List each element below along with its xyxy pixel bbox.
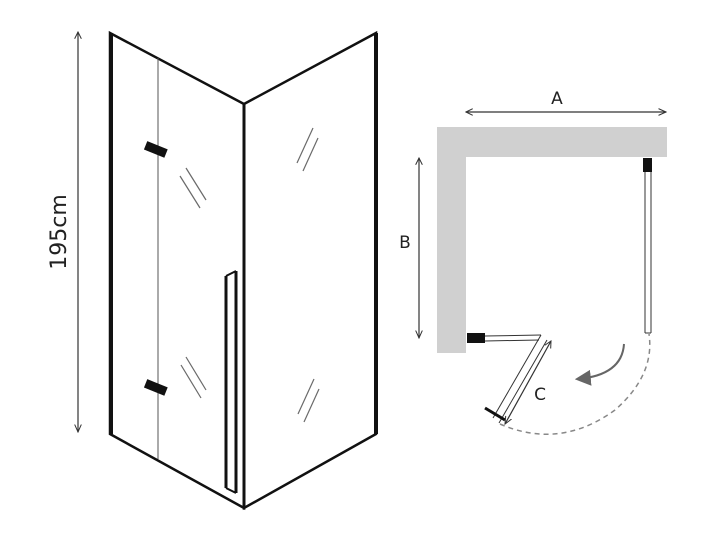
height-label: 195cm [47,194,72,270]
dimension-c-label: C [534,385,546,405]
plan-door-handle [484,406,506,422]
right-glass-panel [242,30,378,511]
plan-left-stub-inner [484,339,540,342]
door-handle-icon [224,270,238,494]
dimension-a-label: A [551,89,563,109]
plan-right-profile [643,158,652,172]
plan-left-profile [467,333,485,343]
lower-hinge-icon [143,379,168,396]
plan-door-panel [492,334,542,419]
height-dimension: 195cm [47,32,78,432]
plan-left-stub [484,334,542,337]
dimension-b-label: B [399,233,411,253]
left-glass-panel [108,30,246,511]
glass-reflection-marks [179,127,320,423]
dimension-c-line [505,341,551,424]
plan-door-panel-inner [498,339,548,424]
upper-hinge-icon [143,141,168,158]
door-swing-arc [499,333,651,435]
wall-shape [437,127,667,353]
shower-cabin-3d [108,30,378,511]
rotation-arrow-icon [574,343,625,386]
plan-view: A B C [399,89,667,435]
